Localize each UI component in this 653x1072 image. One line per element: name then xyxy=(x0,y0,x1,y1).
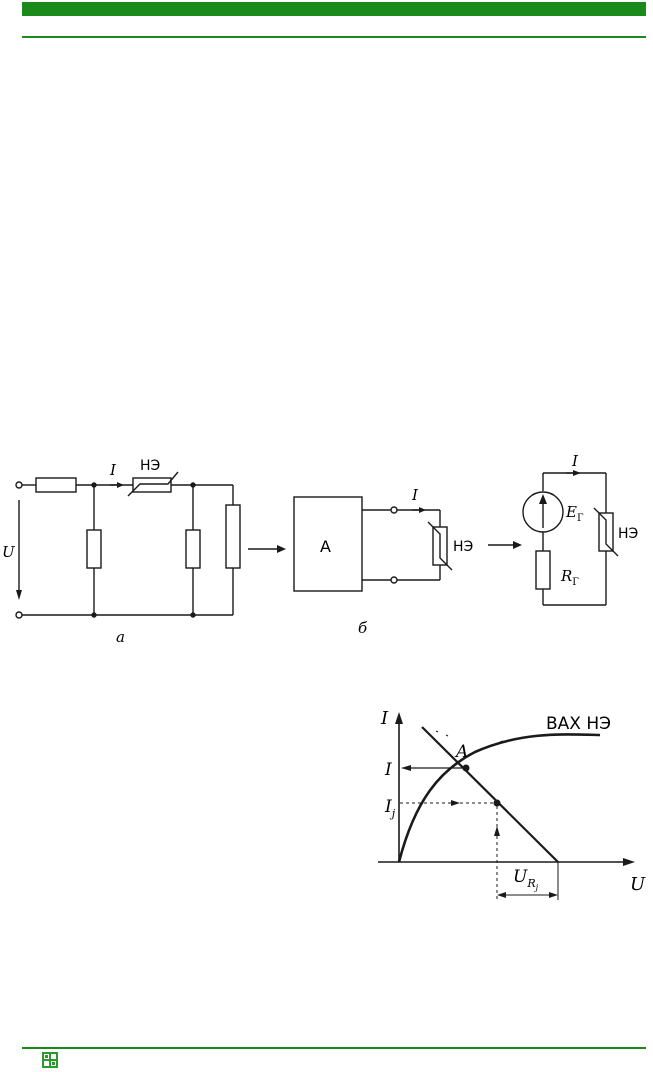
current-i-tick-label: I xyxy=(384,760,392,780)
current-ij-label: Ij xyxy=(384,797,396,820)
circuit-a-caption: а xyxy=(116,628,125,646)
resistance-label: RГ xyxy=(560,567,579,588)
circuit-a-nonlinear-label: НЭ xyxy=(140,458,160,474)
circuit-a-current-label: I xyxy=(109,461,117,479)
operating-point-a xyxy=(462,764,470,772)
circuit-b-nonlinear-label: НЭ xyxy=(453,539,473,555)
terminal-bottom xyxy=(15,611,23,619)
iv-curve xyxy=(397,733,601,863)
voltage-urj-label: URj xyxy=(513,867,539,892)
shunt-resistor-1 xyxy=(86,529,102,569)
internal-resistor xyxy=(535,550,551,590)
header-rule xyxy=(22,36,646,38)
emf-label: EГ xyxy=(565,503,584,524)
shunt-resistor-2 xyxy=(185,529,201,569)
circuit-a-voltage-label: U xyxy=(2,543,16,561)
header-bar xyxy=(22,2,646,16)
point-a-label: A xyxy=(454,742,468,762)
block-label: А xyxy=(320,537,331,556)
book-logo-icon xyxy=(42,1052,58,1068)
load-line xyxy=(421,726,559,863)
circuit-b xyxy=(293,496,453,592)
circuit-c-current-label: I xyxy=(571,452,579,470)
curve-label: ВАХ НЭ xyxy=(546,714,611,734)
footer-rule xyxy=(22,1047,646,1049)
active-two-terminal-block xyxy=(293,496,363,592)
circuit-c xyxy=(522,470,619,606)
iteration-point xyxy=(493,799,501,807)
series-resistor xyxy=(35,477,77,493)
terminal-top xyxy=(15,481,23,489)
shunt-resistor-3 xyxy=(225,504,241,569)
circuit-b-current-label: I xyxy=(411,486,419,504)
circuit-b-caption: б xyxy=(358,619,368,637)
arrow-b-to-c xyxy=(488,541,522,549)
graph-y-axis-label: I xyxy=(380,708,389,729)
arrow-a-to-b xyxy=(248,545,286,553)
circuit-c-nonlinear-label: НЭ xyxy=(618,526,638,542)
circuit-a xyxy=(15,471,241,619)
iv-graph xyxy=(378,712,635,900)
graph-x-axis-label: U xyxy=(630,874,646,895)
